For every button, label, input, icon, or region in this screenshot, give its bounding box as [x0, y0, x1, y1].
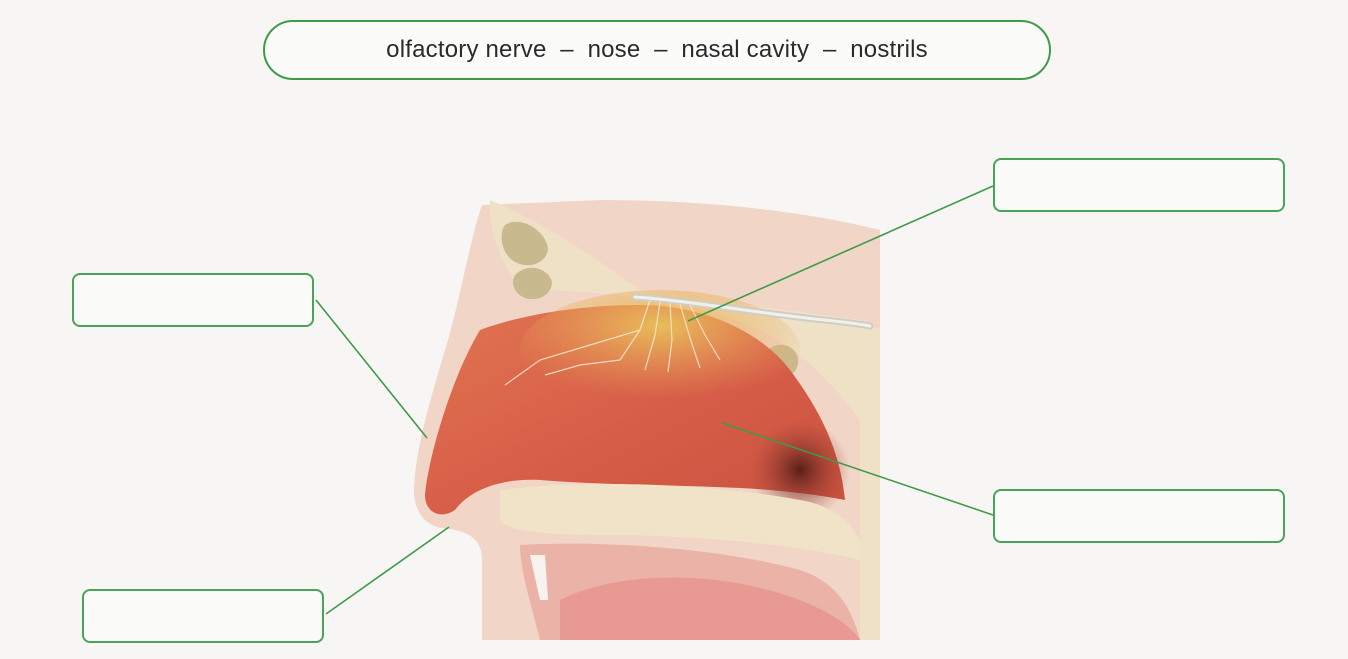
label-box-middle-right[interactable]: [993, 489, 1285, 543]
label-box-bottom-left[interactable]: [82, 589, 324, 643]
label-box-top-right[interactable]: [993, 158, 1285, 212]
leader-line-nostrils: [326, 527, 449, 614]
label-box-middle-left[interactable]: [72, 273, 314, 327]
olfactory-region-glow: [520, 290, 800, 410]
leader-line-nose: [316, 300, 427, 438]
